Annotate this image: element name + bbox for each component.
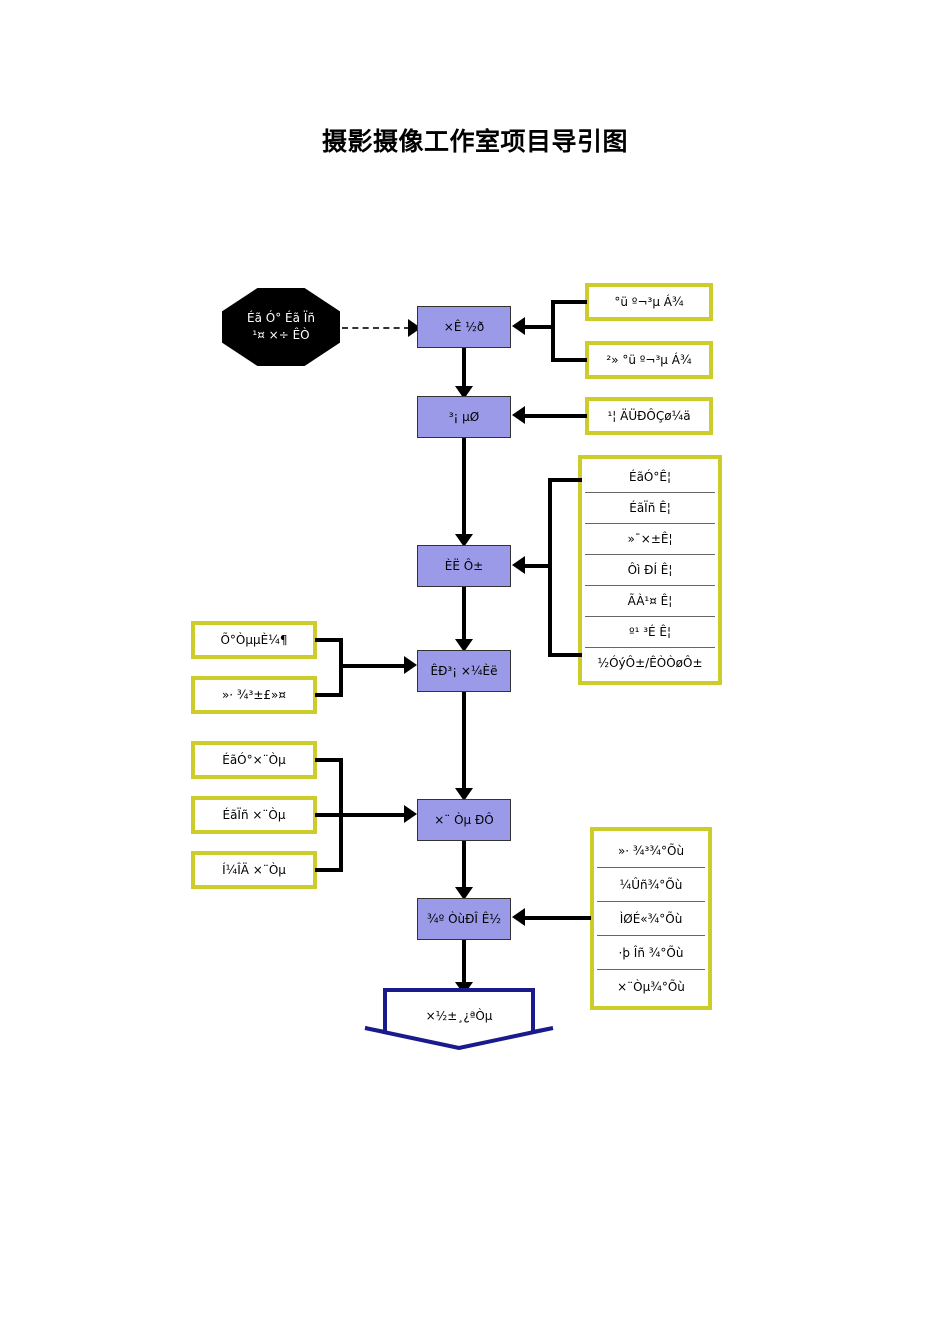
detail-site-option-1[interactable]: ¹¦ ÄÜÐÔÇø¼ä [585, 397, 713, 435]
step-personnel-label: ÈË Ô± [444, 558, 484, 573]
arrowhead-site-to-personnel [455, 534, 473, 547]
page-title: 摄影摄像工作室项目导引图 [321, 127, 628, 156]
detail-personnel-role-2[interactable]: ÉãÏñ Ê¦ [585, 493, 715, 524]
step-competition-box[interactable]: ¾º ÒùÐÎ Ê½ [417, 898, 511, 940]
detail-competition-type-2[interactable]: ¼Ûñ¾°Õù [597, 868, 705, 902]
start-node-line-2: ¹¤ ×÷ ÊÒ [252, 328, 310, 342]
connector-market-bottom [315, 693, 343, 697]
end-node-banner: ×½±¸¿ªÒµ [363, 988, 555, 1051]
connector-start-to-capital [342, 327, 410, 329]
detail-competition-types-list[interactable]: »· ¾³¾°Õù ¼Ûñ¾°Õù ÌØÉ«¾°Õù ·þ Îñ ¾°Õù ×¨… [590, 827, 712, 1010]
step-market-box[interactable]: ÊÐ³¡ ×¼Èë [417, 650, 511, 692]
connector-capital-bottom [551, 358, 587, 362]
detail-personnel-role-3[interactable]: »¯×±Ê¦ [585, 524, 715, 555]
detail-competition-type-1[interactable]: »· ¾³¾°Õù [597, 834, 705, 868]
detail-capital-option-2[interactable]: ²» °ü º¬³µ Á¾ [585, 341, 713, 379]
end-node-banner-shape [364, 988, 554, 1051]
connector-capital-stem [525, 325, 553, 329]
connector-market-to-profession [462, 692, 466, 790]
connector-personnel-stem [525, 564, 551, 568]
detail-personnel-roles-list[interactable]: ÉãÓ°Ê¦ ÉãÏñ Ê¦ »¯×±Ê¦ Ôì ÐÍ Ê¦ ÃÀ¹¤ Ê¦ º… [578, 455, 722, 685]
connector-personnel-top [548, 478, 582, 482]
arrowhead-site [512, 406, 525, 424]
connector-site-to-personnel [462, 438, 466, 536]
arrowhead-personnel-to-market [455, 639, 473, 652]
detail-market-option-2-label: »· ¾³±£»¤ [221, 687, 287, 702]
connector-personnel-bottom [548, 653, 582, 657]
arrowhead-competition [512, 908, 525, 926]
connector-profession-bottom [315, 868, 343, 872]
detail-profession-type-2-label: ÉãÏñ ×¨Òµ [222, 807, 286, 822]
detail-market-option-2[interactable]: »· ¾³±£»¤ [191, 676, 317, 714]
detail-competition-type-3[interactable]: ÌØÉ«¾°Õù [597, 902, 705, 936]
step-capital-label: ×Ê ½ð [443, 319, 485, 334]
connector-profession-to-competition [462, 841, 466, 889]
detail-competition-type-5[interactable]: ×¨Òµ¾°Õù [617, 979, 685, 994]
detail-personnel-role-1[interactable]: ÉãÓ°Ê¦ [585, 462, 715, 493]
arrowhead-personnel [512, 556, 525, 574]
connector-market-stem [339, 664, 405, 668]
arrowhead-profession-to-competition [455, 887, 473, 900]
detail-profession-type-1-label: ÉãÓ°×¨Òµ [222, 752, 286, 767]
connector-capital-top [551, 300, 587, 304]
connector-site-detail [525, 414, 587, 418]
step-site-label: ³¡ µØ [448, 409, 480, 424]
arrowhead-capital-to-site [455, 386, 473, 399]
connector-competition-stem [525, 916, 591, 920]
detail-personnel-role-6[interactable]: º¹ ³É Ê¦ [585, 617, 715, 648]
detail-personnel-role-7[interactable]: ½ÓýÔ±/ÊÒÒøÔ± [597, 656, 703, 670]
arrowhead-market-to-profession [455, 788, 473, 801]
step-competition-label: ¾º ÒùÐÎ Ê½ [426, 911, 501, 926]
detail-profession-type-3[interactable]: Í¼ÎÄ ×¨Òµ [191, 851, 317, 889]
step-profession-label: ×¨ Òµ ÐÔ [434, 812, 494, 827]
detail-capital-option-1[interactable]: °ü º¬³µ Á¾ [585, 283, 713, 321]
connector-profession-stem [315, 813, 405, 817]
detail-market-option-1-label: Õ°ÒµµÈ¼¶ [220, 632, 288, 647]
step-profession-box[interactable]: ×¨ Òµ ÐÔ [417, 799, 511, 841]
start-node-octagon: Éã Ó° Éã Ïñ ¹¤ ×÷ ÊÒ [222, 288, 340, 366]
detail-personnel-role-4[interactable]: Ôì ÐÍ Ê¦ [585, 555, 715, 586]
arrowhead-market [404, 656, 417, 674]
arrowhead-profession [404, 805, 417, 823]
arrowhead-capital [512, 317, 525, 335]
connector-profession-top [315, 758, 343, 762]
detail-personnel-role-5[interactable]: ÃÀ¹¤ Ê¦ [585, 586, 715, 617]
step-capital-box[interactable]: ×Ê ½ð [417, 306, 511, 348]
connector-capital-spine [551, 300, 555, 362]
detail-competition-type-4[interactable]: ·þ Îñ ¾°Õù [597, 936, 705, 970]
detail-profession-type-1[interactable]: ÉãÓ°×¨Òµ [191, 741, 317, 779]
connector-competition-to-end [462, 940, 466, 984]
start-node-line-1: Éã Ó° Éã Ïñ [247, 310, 315, 325]
end-node-label: ×½±¸¿ªÒµ [425, 1009, 493, 1023]
step-personnel-box[interactable]: ÈË Ô± [417, 545, 511, 587]
detail-profession-type-3-label: Í¼ÎÄ ×¨Òµ [222, 862, 286, 877]
connector-personnel-to-market [462, 587, 466, 641]
detail-profession-type-2[interactable]: ÉãÏñ ×¨Òµ [191, 796, 317, 834]
step-site-box[interactable]: ³¡ µØ [417, 396, 511, 438]
connector-capital-to-site [462, 348, 466, 388]
detail-capital-option-1-label: °ü º¬³µ Á¾ [614, 294, 684, 309]
detail-capital-option-2-label: ²» °ü º¬³µ Á¾ [606, 352, 692, 367]
detail-market-option-1[interactable]: Õ°ÒµµÈ¼¶ [191, 621, 317, 659]
detail-site-option-1-label: ¹¦ ÄÜÐÔÇø¼ä [607, 408, 691, 423]
step-market-label: ÊÐ³¡ ×¼Èë [430, 663, 498, 678]
connector-market-top [315, 638, 343, 642]
